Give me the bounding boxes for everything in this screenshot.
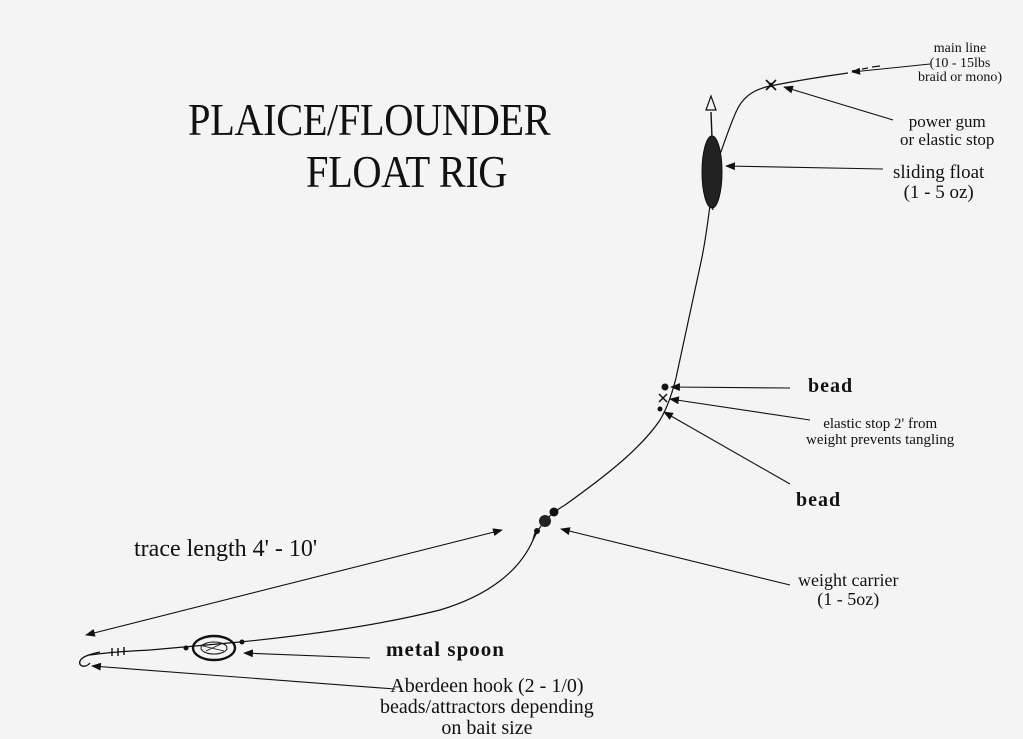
- metal-spoon-label: metal spoon: [386, 637, 505, 661]
- weight-carrier-label: weight carrier (1 - 5oz): [798, 570, 899, 609]
- elastic-stop-label: elastic stop 2' from weight prevents tan…: [806, 416, 955, 448]
- arrow-weight-carrier: [560, 527, 791, 586]
- arrow-power-gum: [783, 85, 894, 121]
- power-gum-label: power gum or elastic stop: [900, 112, 995, 149]
- arrow-metal-spoon: [243, 649, 371, 659]
- arrow-trace-length: [85, 528, 503, 637]
- main-line: [89, 72, 849, 656]
- hook-label: Aberdeen hook (2 - 1/0) beads/attractors…: [380, 675, 594, 739]
- arrow-sliding-float: [725, 162, 884, 171]
- bead-lower-dot: [657, 406, 663, 412]
- elastic-stop-mid: [658, 393, 668, 403]
- power-gum-stop: [765, 79, 777, 91]
- bead-top-label: bead: [808, 375, 854, 397]
- title-line-1: PLAICE/FLOUNDER: [188, 94, 551, 145]
- sliding-float-label: sliding float (1 - 5 oz): [893, 162, 985, 203]
- main-line-label: main line (10 - 15lbs braid or mono): [918, 41, 1002, 86]
- metal-spoon: [183, 634, 245, 662]
- arrow-elastic-stop: [669, 396, 811, 421]
- weight-carrier-beads: [532, 507, 559, 541]
- trace-length-label: trace length 4' - 10': [134, 536, 318, 562]
- title-line-2: FLOAT RIG: [306, 146, 508, 197]
- arrow-bead-top: [670, 383, 791, 392]
- sliding-float: [701, 94, 723, 211]
- arrow-main-line: [851, 63, 931, 75]
- arrow-hook: [91, 662, 396, 690]
- bead-lower-label: bead: [796, 489, 842, 511]
- arrow-bead-lower: [663, 411, 791, 485]
- bead-top: [661, 383, 669, 391]
- aberdeen-hook: [78, 647, 125, 667]
